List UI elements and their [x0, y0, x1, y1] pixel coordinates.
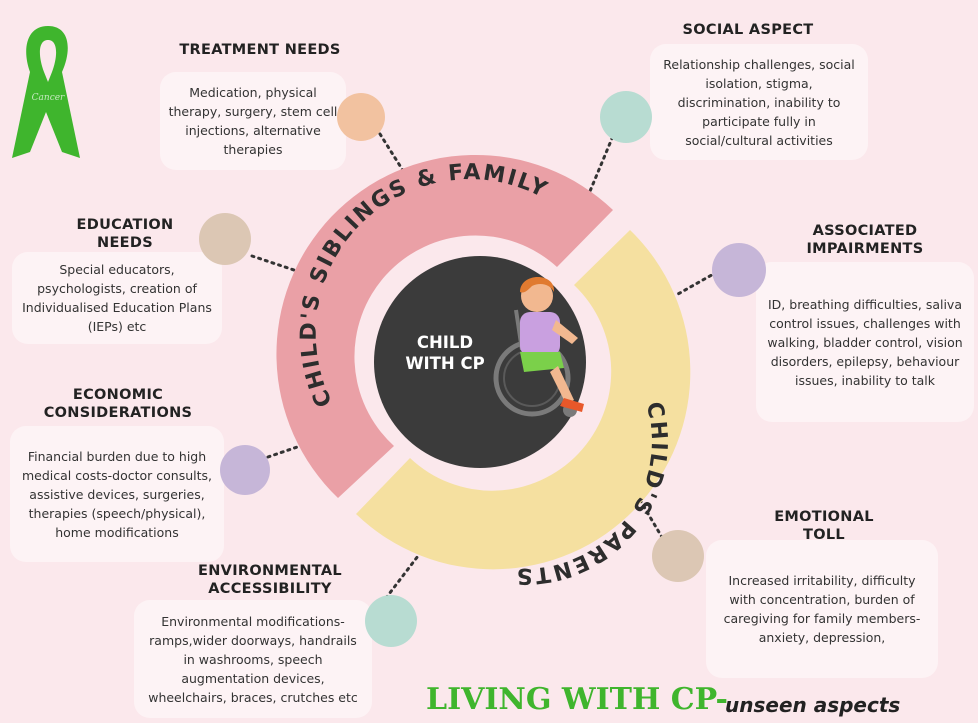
associated-impairments-text: ID, breathing difficulties, saliva contr…: [756, 262, 974, 422]
social-aspect-dot: [600, 91, 652, 143]
education-needs-text: Special educators, psychologists, creati…: [12, 252, 222, 344]
emotional-toll-dot: [652, 530, 704, 582]
treatment-needs-dot: [337, 93, 385, 141]
environmental-accessibility-dot: [365, 595, 417, 647]
social-aspect-heading: SOCIAL ASPECT: [682, 22, 814, 38]
siblings-family-ring: [276, 154, 613, 498]
environmental-accessibility-text: Environmental modifications- ramps,wider…: [134, 600, 372, 718]
associated-impairments-heading: ASSOCIATED IMPAIRMENTS: [806, 223, 924, 257]
environmental-accessibility-heading: ENVIRONMENTAL ACCESSIBILITY: [198, 563, 342, 597]
page-title: LIVING WITH CP-: [426, 682, 729, 717]
treatment-needs-heading: TREATMENT NEEDS: [179, 42, 341, 58]
emotional-toll-heading: EMOTIONAL TOLL: [774, 509, 874, 543]
economic-considerations-heading: ECONOMIC CONSIDERATIONS: [43, 387, 193, 421]
emotional-toll-text: Increased irritability, difficulty with …: [706, 540, 938, 678]
economic-considerations-text: Financial burden due to high medical cos…: [10, 426, 224, 562]
page-subtitle: unseen aspects: [725, 693, 901, 717]
education-needs-heading: EDUCATION NEEDS: [76, 217, 174, 251]
child-in-wheelchair-icon: [493, 277, 584, 417]
social-aspect-text: Relationship challenges, social isolatio…: [650, 44, 868, 160]
treatment-needs-text: Medication, physical therapy, surgery, s…: [160, 72, 346, 170]
ribbon-text: Cancer: [32, 93, 65, 103]
education-needs-dot: [199, 213, 251, 265]
awareness-ribbon-icon: Cancer: [12, 26, 80, 158]
economic-considerations-dot: [220, 445, 270, 495]
parents-ring: [356, 230, 691, 570]
center-label: CHILD WITH CP: [405, 333, 485, 373]
associated-impairments-dot: [712, 243, 766, 297]
